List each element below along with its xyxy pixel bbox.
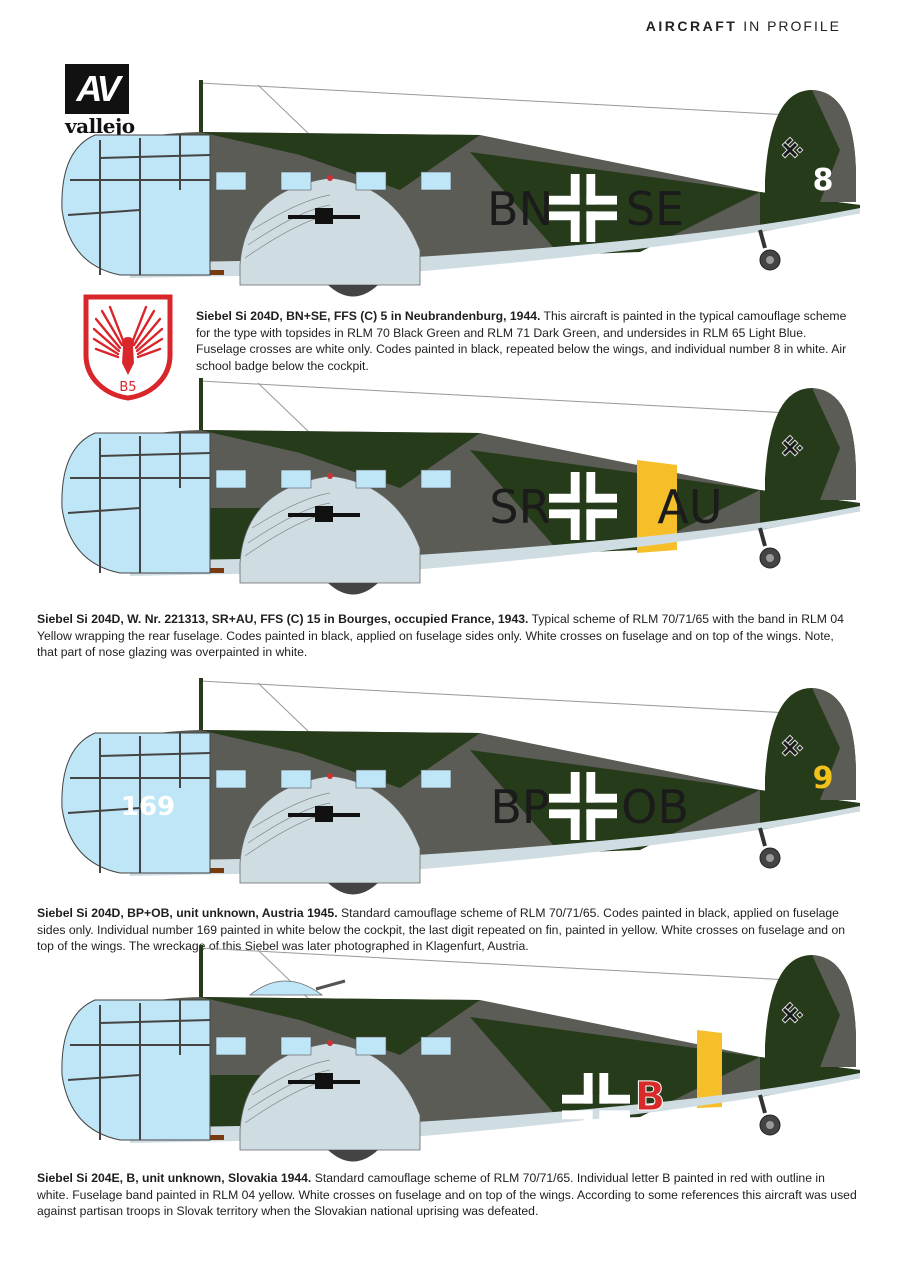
aircraft-profile-b: B [0, 945, 905, 1205]
balkenkreuz-icon [549, 174, 617, 242]
individual-letter: B [635, 1074, 666, 1120]
nose-number: 169 [121, 792, 175, 822]
balkenkreuz-icon [562, 1073, 630, 1141]
caption-body: Standard camouflage scheme of RLM 70/71/… [37, 1171, 857, 1219]
aircraft-profile-bn-se: BN SE 8 [0, 80, 905, 340]
yellow-band [637, 460, 677, 553]
header-bold: AIRCRAFT [645, 18, 738, 34]
logo-mark: AV [65, 64, 129, 114]
balkenkreuz-icon [549, 472, 617, 540]
code-left: BN [487, 182, 553, 236]
caption-body: Typical scheme of RLM 70/71/65 with the … [37, 612, 844, 660]
tail-marking-icon [781, 1001, 804, 1024]
caption-body: Standard camouflage scheme of RLM 70/71/… [37, 906, 846, 954]
profile-caption-bp-ob: Siebel Si 204D, BP+OB, unit unknown, Aus… [37, 905, 857, 955]
tail-marking-icon [781, 136, 804, 159]
caption-body: This aircraft is painted in the typical … [196, 309, 847, 373]
code-right: SE [626, 182, 684, 236]
aircraft-profile-svg: BP OB 9 169 [61, 678, 860, 895]
eagle-badge-icon: B5 [83, 294, 173, 401]
tail-marking-icon [781, 734, 804, 757]
caption-title: Siebel Si 204D, BP+OB, unit unknown, Aus… [37, 906, 338, 920]
air-school-badge: B5 [82, 293, 174, 401]
profile-caption-b: Siebel Si 204E, B, unit unknown, Slovaki… [37, 1170, 857, 1220]
code-left: SR [489, 480, 550, 534]
nose-glazing [61, 432, 211, 574]
logo-wordmark: vallejo [65, 114, 135, 138]
vallejo-logo: AV vallejo [65, 64, 135, 138]
section-header: AIRCRAFT IN PROFILE [646, 18, 841, 34]
gun-dome [248, 980, 324, 996]
header-rest: IN PROFILE [737, 18, 841, 34]
aircraft-profile-svg: B [61, 945, 860, 1162]
code-left: BP [490, 780, 549, 834]
fin-number: 9 [813, 761, 834, 796]
nose-glazing [61, 999, 211, 1141]
tail-marking-icon [781, 434, 804, 457]
caption-title: Siebel Si 204D, W. Nr. 221313, SR+AU, FF… [37, 612, 529, 626]
balkenkreuz-icon [549, 772, 617, 840]
yellow-band [697, 1030, 722, 1108]
code-right: OB [621, 780, 689, 834]
caption-title: Siebel Si 204D, BN+SE, FFS (C) 5 in Neub… [196, 309, 541, 323]
aircraft-profile-svg: SR AU [61, 378, 860, 595]
fin-number: 8 [813, 163, 834, 198]
aircraft-profile-bp-ob: BP OB 9 169 [0, 678, 905, 938]
nose-glazing [61, 134, 211, 276]
badge-label: B5 [119, 380, 136, 395]
aircraft-profile-sr-au: SR AU [0, 378, 905, 638]
code-right: AU [657, 480, 722, 534]
aircraft-profile-svg: BN SE 8 [61, 80, 860, 297]
nose-glazing [61, 732, 211, 874]
caption-title: Siebel Si 204E, B, unit unknown, Slovaki… [37, 1171, 312, 1185]
profile-caption-sr-au: Siebel Si 204D, W. Nr. 221313, SR+AU, FF… [37, 611, 857, 661]
profile-caption-bn-se: Siebel Si 204D, BN+SE, FFS (C) 5 in Neub… [196, 308, 856, 374]
